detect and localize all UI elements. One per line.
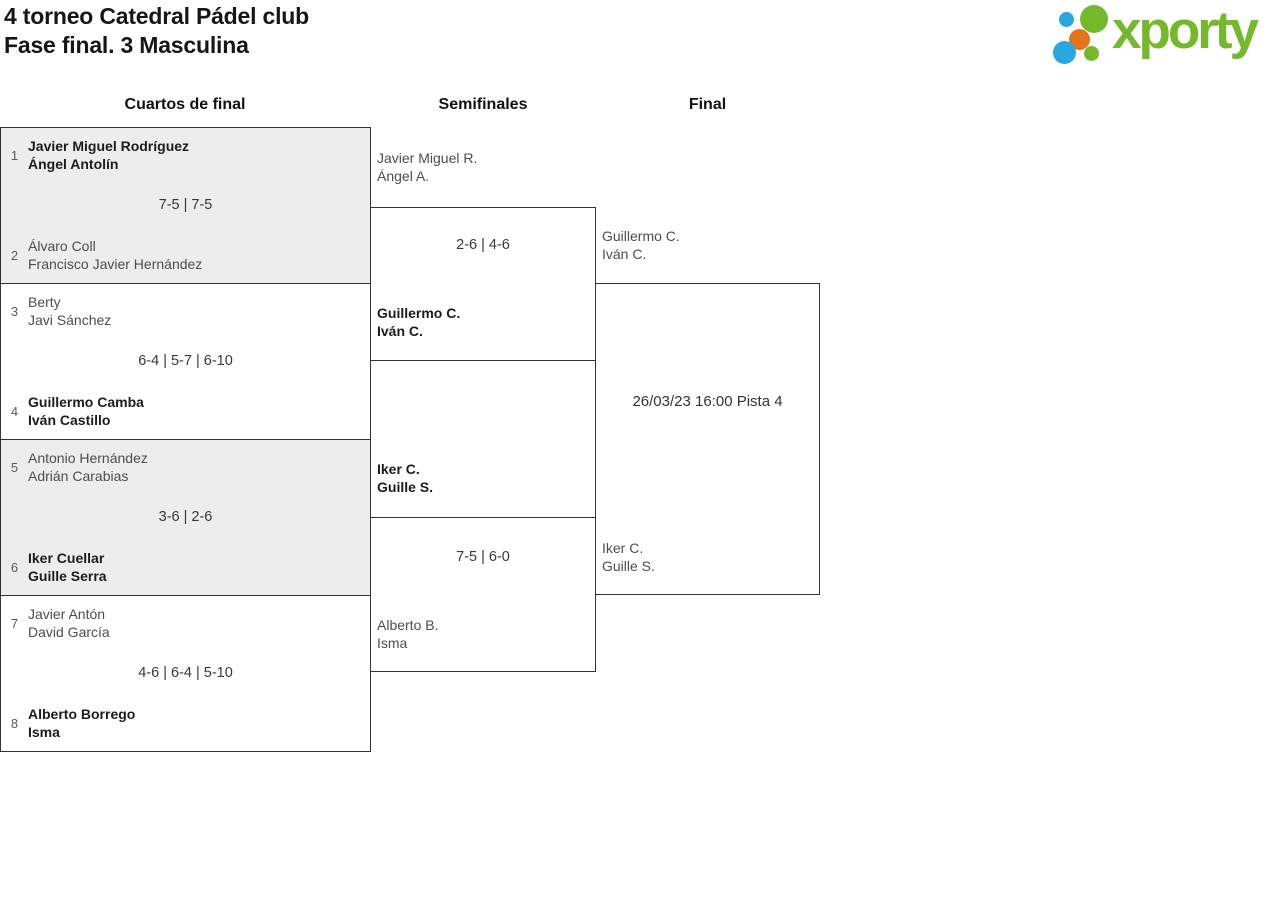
team-names: Guillermo C. Iván C.	[602, 227, 680, 263]
player-name: Francisco Javier Hernández	[28, 256, 203, 272]
team-row: 5 Antonio Hernández Adrián Carabias	[1, 449, 370, 485]
round-header-semifinals: Semifinales	[438, 96, 528, 113]
player-name: David García	[28, 624, 110, 640]
match-score: 7-5 | 7-5	[158, 197, 213, 213]
team-row: 3 Berty Javi Sánchez	[1, 293, 370, 329]
tournament-name: 4 torneo Catedral Pádel club	[4, 3, 309, 29]
logo-dot-icon	[1059, 12, 1074, 27]
page-title: 4 torneo Catedral Pádel club Fase final.…	[4, 2, 309, 60]
player-name: Iván C.	[377, 323, 423, 339]
player-name: Guillermo C.	[602, 228, 680, 244]
team-names: Alberto Borrego Isma	[28, 705, 135, 741]
match-score: 4-6 | 6-4 | 5-10	[138, 665, 233, 681]
player-name: Isma	[28, 724, 60, 740]
phase-category: Fase final. 3 Masculina	[4, 32, 249, 58]
player-name: Guille S.	[377, 479, 434, 495]
team-names: Guillermo Camba Iván Castillo	[28, 393, 144, 429]
player-name: Guillermo Camba	[28, 394, 144, 410]
player-name: Javier Miguel R.	[377, 150, 478, 166]
player-name: Ángel A.	[377, 168, 430, 184]
seed-number: 2	[10, 247, 19, 263]
match-card-qf4[interactable]: 7 Javier Antón David García 4-6 | 6-4 | …	[0, 595, 371, 752]
team-names: Iker Cuellar Guille Serra	[28, 549, 107, 585]
match-schedule: 26/03/23 16:00 Pista 4	[632, 393, 783, 410]
player-name: Iván Castillo	[28, 412, 111, 428]
player-name: Iván C.	[602, 246, 647, 262]
team-names: Javier Antón David García	[28, 605, 110, 641]
player-name: Berty	[28, 294, 61, 310]
player-name: Javier Miguel Rodríguez	[28, 138, 190, 154]
team-row: 6 Iker Cuellar Guille Serra	[1, 549, 370, 585]
player-name: Javi Sánchez	[28, 312, 112, 328]
team-names: Guillermo C. Iván C.	[377, 304, 460, 340]
seed-number: 5	[10, 459, 19, 475]
logo-dot-icon	[1053, 41, 1076, 64]
seed-number: 3	[10, 303, 19, 319]
match-card-final[interactable]	[595, 283, 820, 595]
player-name: Adrián Carabias	[28, 468, 129, 484]
round-header-quarterfinals: Cuartos de final	[124, 96, 246, 113]
match-score: 6-4 | 5-7 | 6-10	[138, 353, 233, 369]
team-names: Iker C. Guille S.	[377, 460, 433, 496]
logo-wordmark: xporty	[1112, 1, 1259, 60]
player-name: Iker Cuellar	[28, 550, 105, 566]
team-row: 1 Javier Miguel Rodríguez Ángel Antolín	[1, 137, 370, 173]
player-name: Iker C.	[377, 461, 420, 477]
xporty-logo[interactable]: xporty	[1048, 3, 1278, 69]
seed-number: 6	[10, 559, 19, 575]
team-row: 2 Álvaro Coll Francisco Javier Hernández	[1, 237, 370, 273]
team-names: Berty Javi Sánchez	[28, 293, 111, 329]
player-name: Ángel Antolín	[28, 156, 119, 172]
match-score: 2-6 | 4-6	[456, 237, 510, 253]
team-names: Iker C. Guille S.	[602, 539, 655, 575]
seed-number: 4	[10, 403, 19, 419]
logo-dot-icon	[1080, 5, 1108, 33]
match-score: 7-5 | 6-0	[456, 549, 510, 565]
player-name: Alberto B.	[377, 617, 439, 633]
seed-number: 7	[10, 615, 19, 631]
team-names: Alberto B. Isma	[377, 616, 438, 652]
seed-number: 1	[10, 147, 19, 163]
round-header-final: Final	[688, 96, 727, 113]
seed-number: 8	[10, 715, 19, 731]
team-row: 8 Alberto Borrego Isma	[1, 705, 370, 741]
team-row: 7 Javier Antón David García	[1, 605, 370, 641]
match-card-qf1[interactable]: 1 Javier Miguel Rodríguez Ángel Antolín …	[0, 127, 371, 284]
team-names: Álvaro Coll Francisco Javier Hernández	[28, 237, 202, 273]
team-row: 4 Guillermo Camba Iván Castillo	[1, 393, 370, 429]
player-name: Alberto Borrego	[28, 706, 136, 722]
match-card-qf2[interactable]: 3 Berty Javi Sánchez 6-4 | 5-7 | 6-10 4 …	[0, 283, 371, 440]
player-name: Guillermo C.	[377, 305, 461, 321]
team-names: Javier Miguel R. Ángel A.	[377, 149, 477, 185]
player-name: Guille S.	[602, 558, 655, 574]
player-name: Javier Antón	[28, 606, 106, 622]
team-names: Javier Miguel Rodríguez Ángel Antolín	[28, 137, 189, 173]
match-score: 3-6 | 2-6	[158, 509, 213, 525]
match-card-qf3[interactable]: 5 Antonio Hernández Adrián Carabias 3-6 …	[0, 439, 371, 596]
player-name: Antonio Hernández	[28, 450, 148, 466]
logo-dot-icon	[1084, 46, 1099, 61]
player-name: Isma	[377, 635, 408, 651]
logo-dot-icon	[1069, 29, 1090, 50]
player-name: Álvaro Coll	[28, 238, 96, 254]
player-name: Guille Serra	[28, 568, 107, 584]
player-name: Iker C.	[602, 540, 644, 556]
team-names: Antonio Hernández Adrián Carabias	[28, 449, 148, 485]
